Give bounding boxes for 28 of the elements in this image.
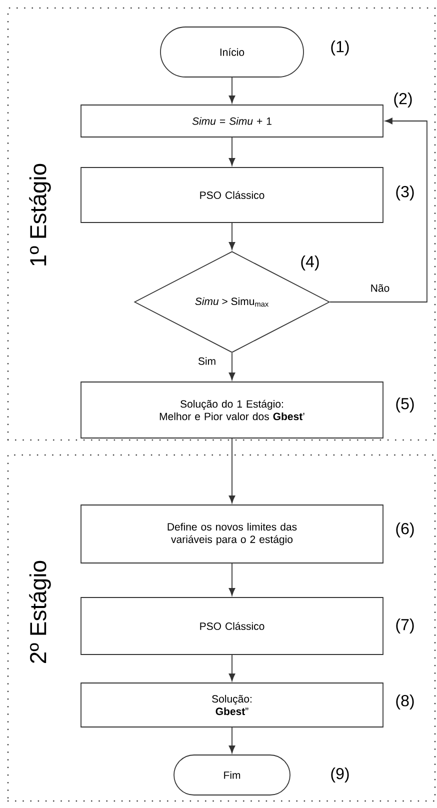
- terminal-box: Fim: [174, 754, 290, 796]
- step-number: (1): [331, 40, 349, 56]
- process-box: Solução do 1 Estágio: Melhor e Pior valor dos Gbest’: [80, 382, 384, 438]
- step-number: (6): [396, 522, 414, 538]
- process-box: Define os novos limites das variáveis para o 2 estágio: [80, 504, 384, 564]
- arrow: [228, 727, 236, 754]
- arrow: [330, 118, 428, 302]
- terminal-box: Início: [160, 26, 304, 78]
- step-number: (8): [396, 694, 414, 710]
- process-box: PSO Clássico: [80, 597, 384, 655]
- step-number: (9): [331, 768, 349, 782]
- step-number: (7): [396, 618, 414, 634]
- arrow: [228, 137, 236, 166]
- arrow: [228, 438, 236, 504]
- arrow: [228, 77, 236, 104]
- process-box: Solução: Gbest”: [80, 682, 384, 728]
- step-number: (3): [396, 186, 414, 200]
- arrow: [228, 654, 236, 682]
- edge-label: Sim: [198, 357, 216, 365]
- process-box: Simu = Simu + 1: [80, 104, 384, 138]
- process-box: PSO Clássico: [80, 167, 384, 223]
- edge-label: Não: [371, 284, 390, 292]
- step-number: (4): [301, 256, 319, 270]
- arrow: [228, 563, 236, 596]
- step-number: (2): [394, 92, 412, 108]
- step-number: (5): [396, 398, 414, 412]
- arrow: [228, 222, 236, 250]
- arrow: [228, 352, 236, 380]
